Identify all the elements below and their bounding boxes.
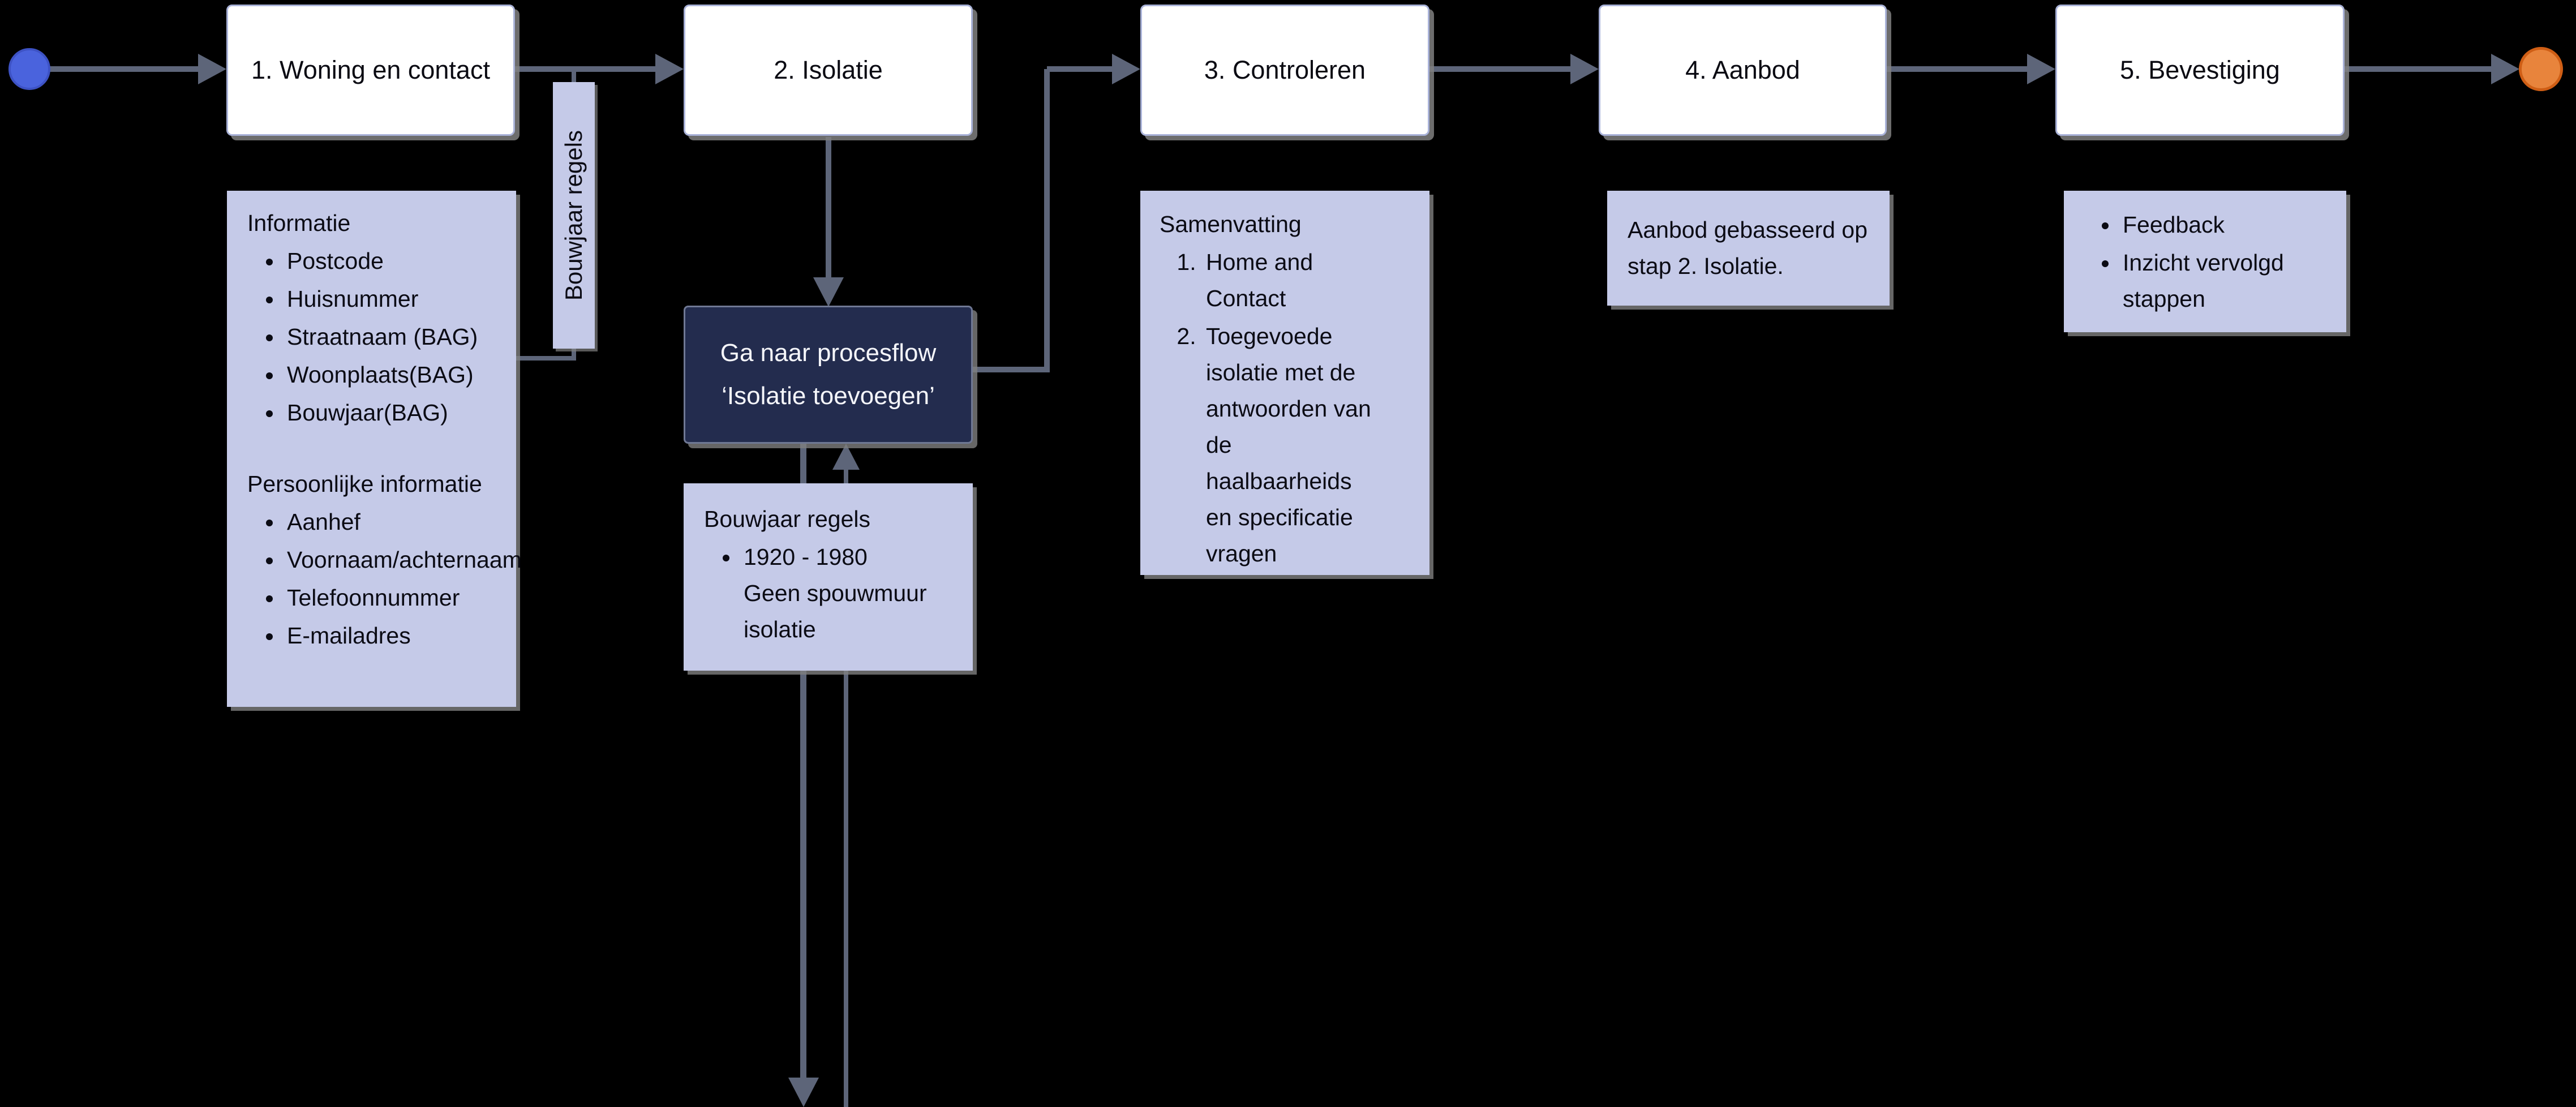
start-node[interactable] bbox=[8, 48, 50, 90]
connector-step2-to-process bbox=[826, 137, 831, 280]
note-bullet-list: Feedback Inzicht vervolgd stappen bbox=[2083, 207, 2330, 317]
note-bullet-range: 1920 - 1980 bbox=[744, 543, 868, 570]
note-section-title: Samenvatting bbox=[1160, 211, 1302, 237]
note-bullet: Bouwjaar(BAG) bbox=[284, 395, 500, 431]
connector-step5-to-end bbox=[2345, 66, 2495, 72]
arrowhead-into-step2-icon bbox=[655, 54, 684, 84]
arrowhead-into-process-icon bbox=[813, 277, 844, 307]
arrowhead-into-step3-icon bbox=[1112, 54, 1140, 84]
step-label: 5. Bevestiging bbox=[2120, 55, 2280, 85]
note-bevestiging[interactable]: Feedback Inzicht vervolgd stappen bbox=[2064, 191, 2346, 332]
connector-step1-to-step2 bbox=[514, 66, 659, 72]
bouwjaar-regels-vertical-label[interactable]: Bouwjaar regels bbox=[553, 82, 595, 349]
connector-label-bottom-stub bbox=[572, 345, 576, 361]
note-bouwjaar-regels[interactable]: Bouwjaar regels 1920 - 1980 Geen spouwmu… bbox=[684, 483, 973, 671]
note-bullet-list: Aanhef Voornaam/achternaam Telefoonnumme… bbox=[247, 504, 522, 654]
arrowhead-into-end-icon bbox=[2491, 54, 2519, 84]
note-numbered-list: Home and Contact Toegevoede isolatie met… bbox=[1160, 244, 1380, 572]
arrowhead-into-step5-icon bbox=[2027, 54, 2055, 84]
note-bullet: Huisnummer bbox=[284, 281, 500, 317]
note-bullet: Telefoonnummer bbox=[284, 580, 500, 616]
note-bullet-list: Postcode Huisnummer Straatnaam (BAG) Woo… bbox=[247, 243, 500, 431]
note-bullet: Aanhef bbox=[284, 504, 500, 540]
step-node-isolatie[interactable]: 2. Isolatie bbox=[684, 5, 973, 136]
arrowhead-into-process-bottom-icon bbox=[832, 444, 860, 470]
note-bullet: E-mailadres bbox=[284, 618, 500, 654]
process-node-isolatie-toevoegen[interactable]: Ga naar procesflow ‘Isolatie toevoegen’ bbox=[684, 306, 973, 444]
note-list-item: Toegevoede isolatie met de antwoorden va… bbox=[1203, 319, 1380, 572]
connector-start-to-step1 bbox=[49, 66, 203, 72]
note-bullet: Voornaam/achternaam bbox=[284, 542, 522, 578]
note-bullet-detail: Geen spouwmuur isolatie bbox=[744, 580, 927, 642]
step-label: 3. Controleren bbox=[1204, 55, 1366, 85]
process-label-line2: ‘Isolatie toevoegen’ bbox=[722, 382, 935, 410]
note-samenvatting[interactable]: Samenvatting Home and Contact Toegevoede… bbox=[1140, 191, 1429, 575]
note-bullet: Inzicht vervolgd stappen bbox=[2119, 245, 2330, 317]
step-node-woning-en-contact[interactable]: 1. Woning en contact bbox=[226, 5, 515, 136]
note-bullet: 1920 - 1980 Geen spouwmuur isolatie bbox=[740, 539, 957, 648]
note-list-item: Home and Contact bbox=[1203, 244, 1380, 317]
end-node[interactable] bbox=[2519, 47, 2563, 91]
connector-return-up bbox=[844, 470, 848, 1107]
connector-process-elbow-horizontal bbox=[973, 367, 1050, 372]
bouwjaar-regels-vertical-label-text: Bouwjaar regels bbox=[560, 130, 587, 301]
arrowhead-bottom-exit-icon bbox=[788, 1078, 819, 1107]
note-bullet: Feedback bbox=[2119, 207, 2330, 243]
step-node-controleren[interactable]: 3. Controleren bbox=[1140, 5, 1429, 136]
connector-process-elbow-vertical bbox=[1044, 69, 1050, 372]
step-label: 1. Woning en contact bbox=[251, 55, 490, 85]
note-section-title: Informatie bbox=[247, 210, 351, 236]
step-node-aanbod[interactable]: 4. Aanbod bbox=[1599, 5, 1887, 136]
connector-label-top-stub bbox=[572, 70, 576, 84]
note-text: Aanbod gebasseerd op stap 2. Isolatie. bbox=[1628, 216, 1868, 279]
note-bullet-list: 1920 - 1980 Geen spouwmuur isolatie bbox=[704, 539, 957, 648]
note-bullet: Postcode bbox=[284, 243, 500, 280]
step-label: 2. Isolatie bbox=[774, 55, 883, 85]
note-bullet: Straatnaam (BAG) bbox=[284, 319, 500, 355]
step-node-bevestiging[interactable]: 5. Bevestiging bbox=[2055, 5, 2345, 136]
process-label-line1: Ga naar procesflow bbox=[720, 339, 937, 367]
connector-process-down-out bbox=[800, 444, 806, 1079]
arrowhead-into-step1-icon bbox=[198, 54, 226, 84]
note-section-title: Persoonlijke informatie bbox=[247, 470, 482, 497]
connector-step4-to-step5 bbox=[1886, 66, 2030, 72]
connector-label-to-info-note bbox=[513, 356, 576, 361]
note-aanbod[interactable]: Aanbod gebasseerd op stap 2. Isolatie. bbox=[1607, 191, 1890, 306]
note-bullet: Woonplaats(BAG) bbox=[284, 357, 500, 393]
connector-process-to-step3-top bbox=[1047, 66, 1116, 72]
connector-step3-to-step4 bbox=[1429, 66, 1574, 72]
note-section-title: Bouwjaar regels bbox=[704, 506, 870, 532]
note-woning-contact-info[interactable]: Informatie Postcode Huisnummer Straatnaa… bbox=[227, 191, 522, 707]
step-label: 4. Aanbod bbox=[1685, 55, 1800, 85]
arrowhead-into-step4-icon bbox=[1570, 54, 1599, 84]
